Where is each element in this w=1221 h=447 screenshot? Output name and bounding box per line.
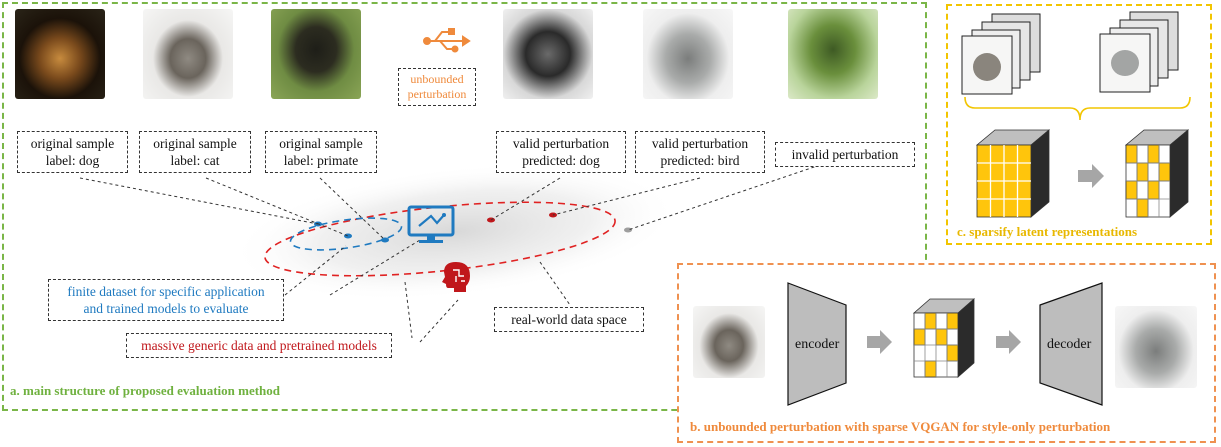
brain-icon <box>442 262 470 292</box>
stacked-cards-left <box>961 13 1041 95</box>
caption-b: b. unbounded perturbation with sparse VQ… <box>690 419 1111 434</box>
decoder-text: decoder <box>1047 337 1092 352</box>
perturbed-primate-photo <box>788 9 878 99</box>
perturbation-label-invalid: invalid perturbation <box>775 142 915 167</box>
dense-latent-cube <box>975 129 1051 218</box>
decoder-block <box>1039 282 1103 406</box>
stacked-cards-right <box>1099 11 1179 93</box>
real-world-label: real-world data space <box>494 307 644 332</box>
dog-photo <box>15 9 105 99</box>
decoder-output-photo <box>1115 306 1197 388</box>
monitor-icon <box>407 205 455 243</box>
caption-c: c. sparsify latent representations <box>957 224 1138 239</box>
panel-c-frame <box>946 4 1212 245</box>
finite-dataset-label: finite dataset for specific application … <box>48 279 284 321</box>
perturbation-label-dog: valid perturbation predicted: dog <box>496 131 626 173</box>
finite-dataset-ellipse <box>289 217 403 251</box>
connectors <box>79 164 821 343</box>
arrow-b1 <box>867 330 892 354</box>
encoder-block <box>787 282 847 406</box>
point-invalid <box>624 227 632 233</box>
arrow-b2 <box>996 330 1021 354</box>
perturbed-dog-photo <box>503 9 593 99</box>
cat-photo <box>143 9 233 99</box>
real-world-ellipse <box>264 201 616 277</box>
point-primate <box>381 237 389 243</box>
perturbation-label-bird: valid perturbation predicted: bird <box>635 131 765 173</box>
unbounded-perturbation-label: unbounded perturbation <box>398 68 476 106</box>
sample-label-dog: original sample label: dog <box>17 131 128 173</box>
sparse-latent-cube <box>1124 129 1190 218</box>
caption-a: a. main structure of proposed evaluation… <box>10 383 280 398</box>
massive-data-label: massive generic data and pretrained mode… <box>126 333 392 358</box>
yellow-brace <box>964 96 1191 121</box>
arrow-c <box>1078 164 1104 188</box>
sample-label-primate: original sample label: primate <box>265 131 377 173</box>
primate-photo <box>271 9 361 99</box>
sparse-latent-cube-b <box>912 298 976 378</box>
sample-label-cat: original sample label: cat <box>139 131 251 173</box>
encoder-input-photo <box>693 306 765 378</box>
usb-icon <box>423 28 471 53</box>
data-space-cloud <box>231 163 679 301</box>
encoder-text: encoder <box>795 337 840 352</box>
panel-a-frame <box>2 2 927 411</box>
perturbed-cat-photo <box>643 9 733 99</box>
